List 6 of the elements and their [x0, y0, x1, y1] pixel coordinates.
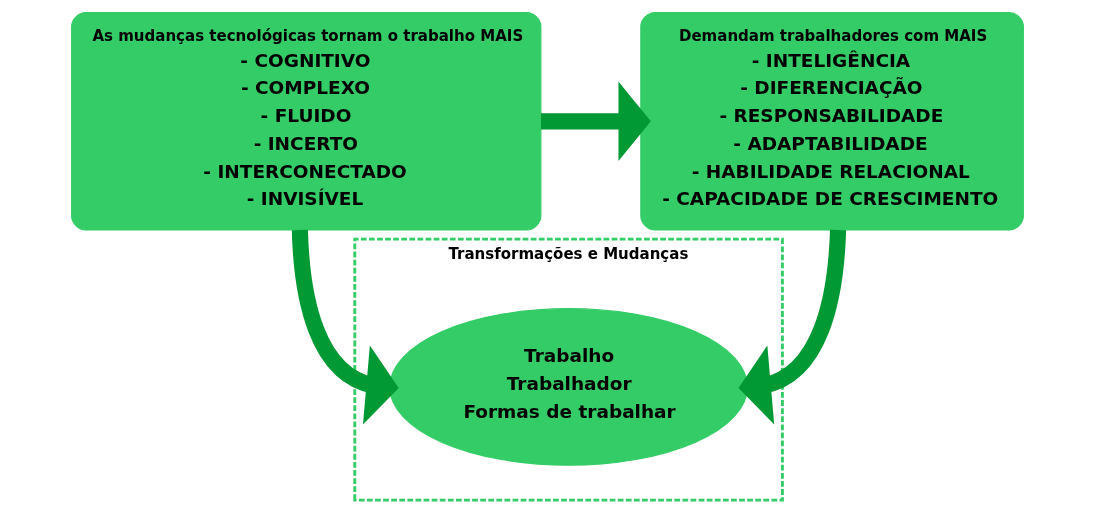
- arrow: [540, 81, 651, 161]
- node-box: Demandam trabalhadores com MAIS - INTELIGÊNCIA - DIFERENCIAÇÃO - RESPONSABILIDADE - ADAPTABILIDADE - HABILIDADE RELACIONAL - CAPACIDADE DE CRESCIMENTO: [639, 12, 1024, 231]
- node-box: As mudanças tecnológicas tornam o trabalho MAIS - COGNITIVO - COMPLEXO - FLUIDO - INCERTO - INTERCONECTADO - INVISÍVEL: [70, 12, 541, 231]
- node-ellipse: Trabalho Trabalhador Formas de trabalhar: [388, 308, 748, 466]
- arrow: [291, 229, 399, 425]
- arrow: [738, 229, 846, 425]
